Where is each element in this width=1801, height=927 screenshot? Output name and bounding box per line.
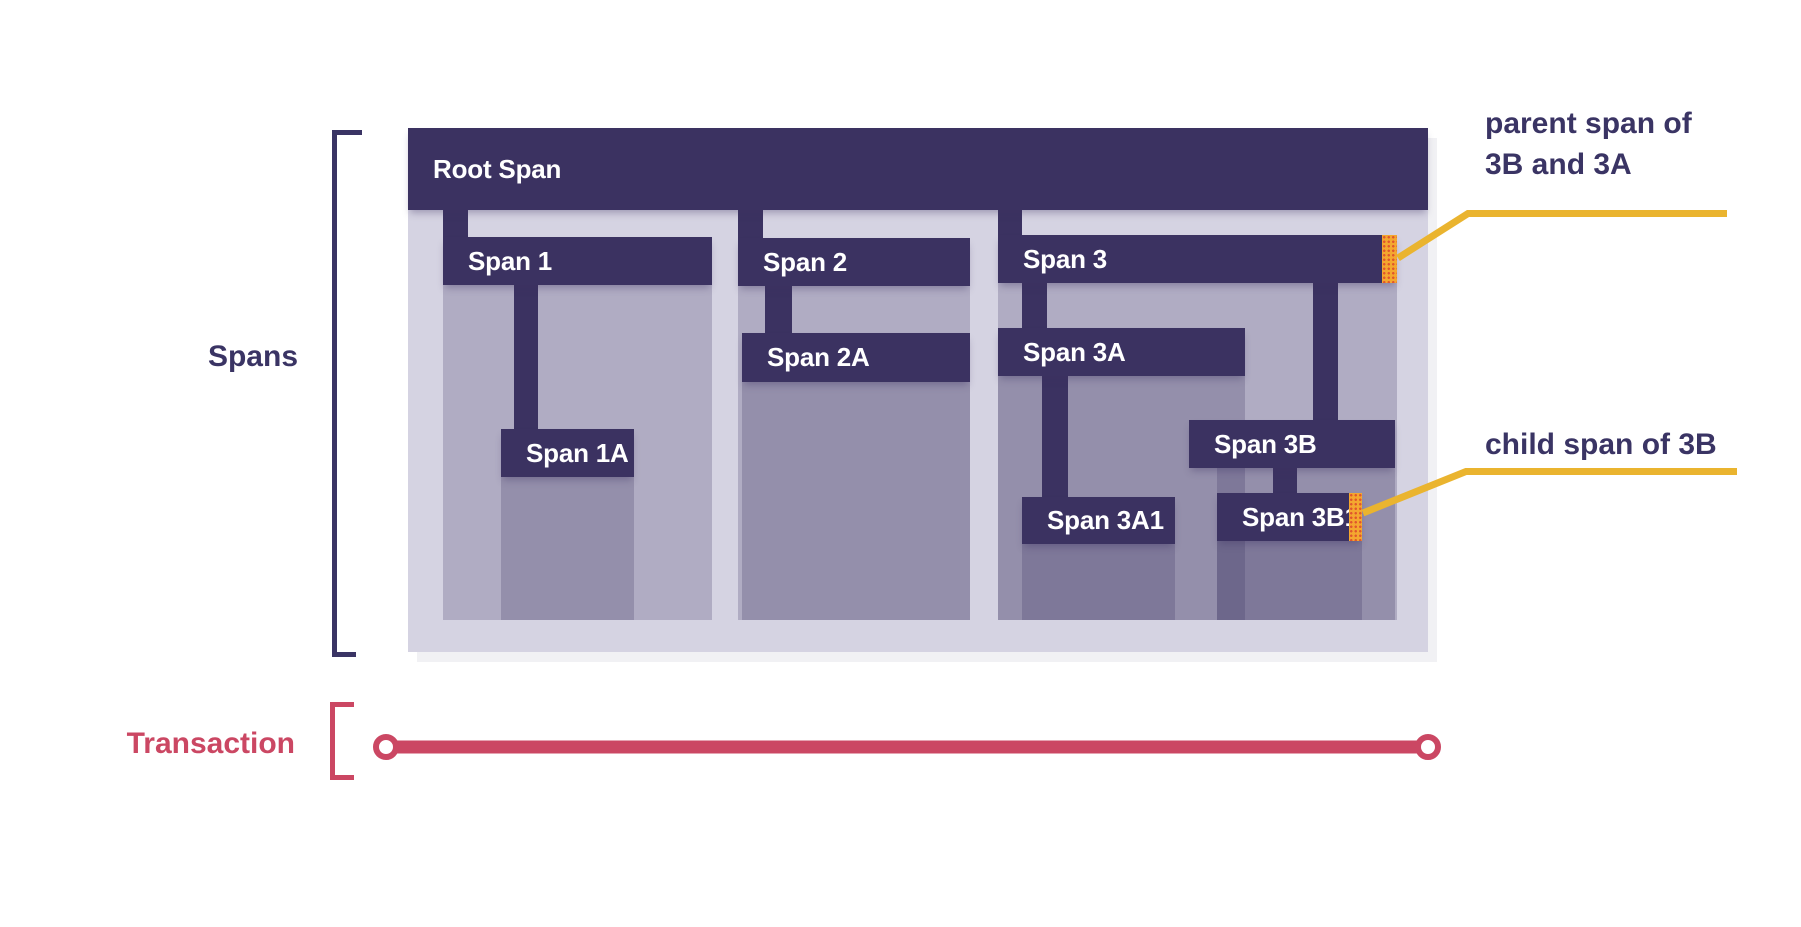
span3b-label: Span 3B: [1214, 428, 1317, 459]
span3b1-bar: Span 3B1: [1217, 493, 1362, 541]
span2-bar: Span 2: [738, 238, 970, 286]
transaction-end-dot: [1415, 734, 1441, 760]
span3a-bar: Span 3A: [998, 328, 1245, 376]
transaction-axis-label: Transaction: [126, 727, 295, 760]
span3a1-bar: Span 3A1: [1022, 497, 1175, 544]
span2a-duration-shade: [742, 382, 970, 620]
span2a-label: Span 2A: [767, 342, 870, 372]
span1a-label: Span 1A: [526, 437, 629, 468]
root-span-bar: Root Span: [408, 128, 1428, 210]
parent-span-annotation: parent span of 3B and 3A: [1485, 103, 1692, 185]
connector-root-span3: [998, 208, 1022, 236]
connector-root-span1: [443, 208, 468, 238]
connector-span3-span3b: [1313, 282, 1338, 422]
transaction-start-dot: [373, 734, 399, 760]
connector-span2-span2a: [765, 284, 792, 334]
connector-span1-span1a: [514, 284, 538, 430]
parent-span-annotation-line1: parent span of: [1485, 107, 1692, 140]
parent-span-annotation-line2: 3B and 3A: [1485, 148, 1632, 181]
transaction-container: [408, 128, 1428, 652]
connector-span3-span3a: [1022, 282, 1047, 329]
span3b-bar: Span 3B: [1189, 420, 1395, 468]
transaction-bracket: [330, 702, 354, 780]
span3a1-duration-shade: [1022, 544, 1175, 620]
span3-label: Span 3: [1023, 243, 1108, 274]
span3-bar: Span 3: [998, 235, 1397, 283]
span3a1-label: Span 3A1: [1047, 505, 1164, 535]
connector-root-span2: [738, 208, 763, 239]
span3-highlight-cap: [1382, 235, 1397, 283]
spans-bracket: [332, 130, 362, 657]
span3b1-duration-shade: [1217, 541, 1362, 620]
span1-bar: Span 1: [443, 237, 712, 285]
span3b1-label: Span 3B1: [1242, 501, 1359, 532]
spans-axis-label: Spans: [207, 340, 298, 373]
parent-span-callout-line: [1396, 210, 1727, 261]
span2a-bar: Span 2A: [742, 333, 970, 382]
span1-label: Span 1: [468, 245, 553, 276]
span3b1-highlight-cap: [1349, 493, 1362, 541]
child-span-annotation: child span of 3B: [1485, 428, 1717, 461]
root-span-label: Root Span: [433, 153, 562, 184]
span2-label: Span 2: [763, 246, 848, 277]
connector-span3b-span3b1: [1273, 467, 1297, 494]
connector-span3a-span3a1: [1042, 375, 1068, 498]
span1a-bar: Span 1A: [501, 429, 634, 477]
span3a-label: Span 3A: [1023, 336, 1126, 367]
span1a-duration-shade: [501, 477, 634, 620]
